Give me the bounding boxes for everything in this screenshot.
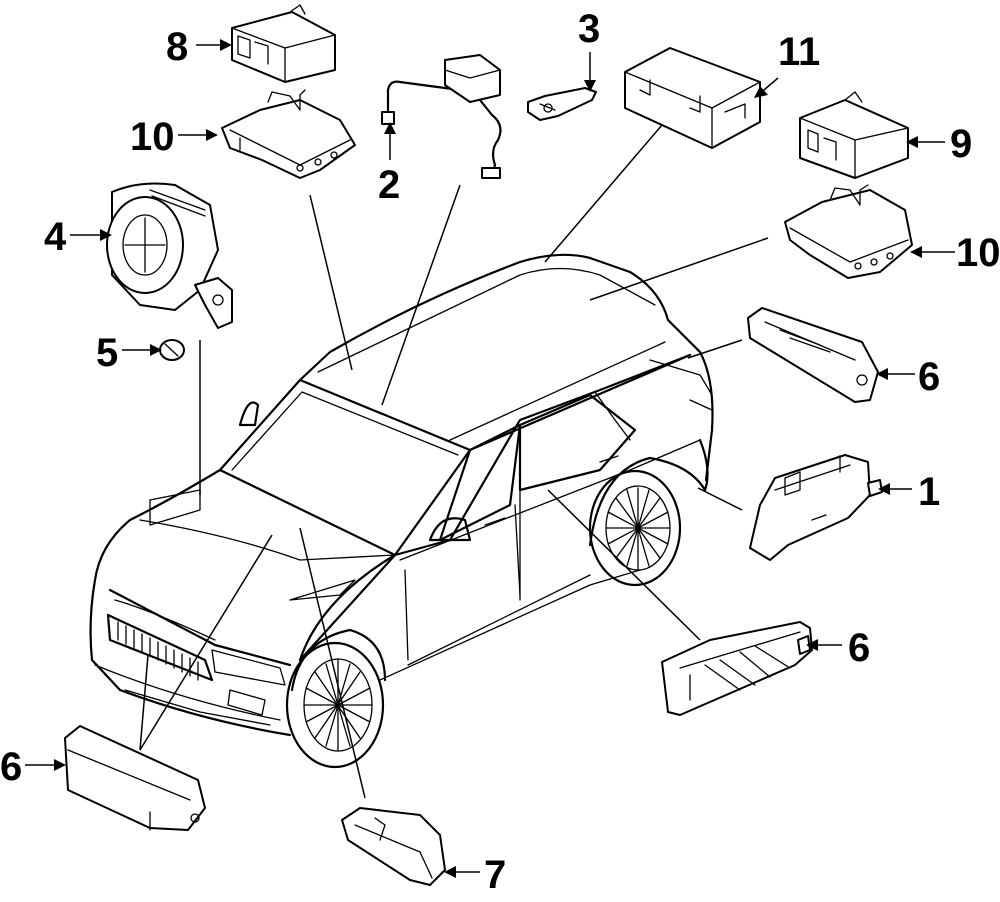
rear-wheel <box>588 456 707 587</box>
callout-labels: 8 10 2 3 11 9 10 4 5 6 1 6 6 7 <box>0 7 1000 897</box>
callout-7: 7 <box>484 853 506 897</box>
callout-2: 2 <box>378 163 400 207</box>
callout-arrows <box>25 39 955 878</box>
callout-10-left: 10 <box>130 115 175 159</box>
part-10-bracket-left <box>221 89 356 179</box>
part-4-clockspring <box>106 182 233 329</box>
callout-10-right: 10 <box>956 231 1000 275</box>
part-1-control-module <box>749 454 883 561</box>
part-5-clip <box>159 339 185 361</box>
part-6-sensor-upper-right <box>747 307 879 403</box>
callout-5: 5 <box>96 331 118 375</box>
callout-3: 3 <box>578 7 600 51</box>
callout-6-lower-left: 6 <box>0 745 22 789</box>
part-2-wiring-harness <box>381 54 502 179</box>
callout-4: 4 <box>44 215 67 259</box>
part-6-sensor-lower-right <box>661 621 813 716</box>
front-wheel <box>285 628 387 769</box>
vehicle-illustration <box>89 253 714 769</box>
callout-6-upper-right: 6 <box>918 355 940 399</box>
callout-9: 9 <box>950 122 972 166</box>
leader-lines <box>139 124 769 799</box>
part-3-sensor <box>527 87 597 121</box>
part-8-airbag-module <box>231 4 336 83</box>
part-10-bracket-right <box>784 184 913 279</box>
callout-11: 11 <box>778 30 820 74</box>
part-7-sensor <box>341 807 446 886</box>
part-9-airbag-module <box>799 91 909 179</box>
callout-1: 1 <box>918 470 940 514</box>
part-11-control-module <box>624 47 761 149</box>
callout-6-lower-right: 6 <box>848 626 870 670</box>
part-6-sensor-lower-left <box>64 725 206 831</box>
callout-8: 8 <box>166 25 188 69</box>
